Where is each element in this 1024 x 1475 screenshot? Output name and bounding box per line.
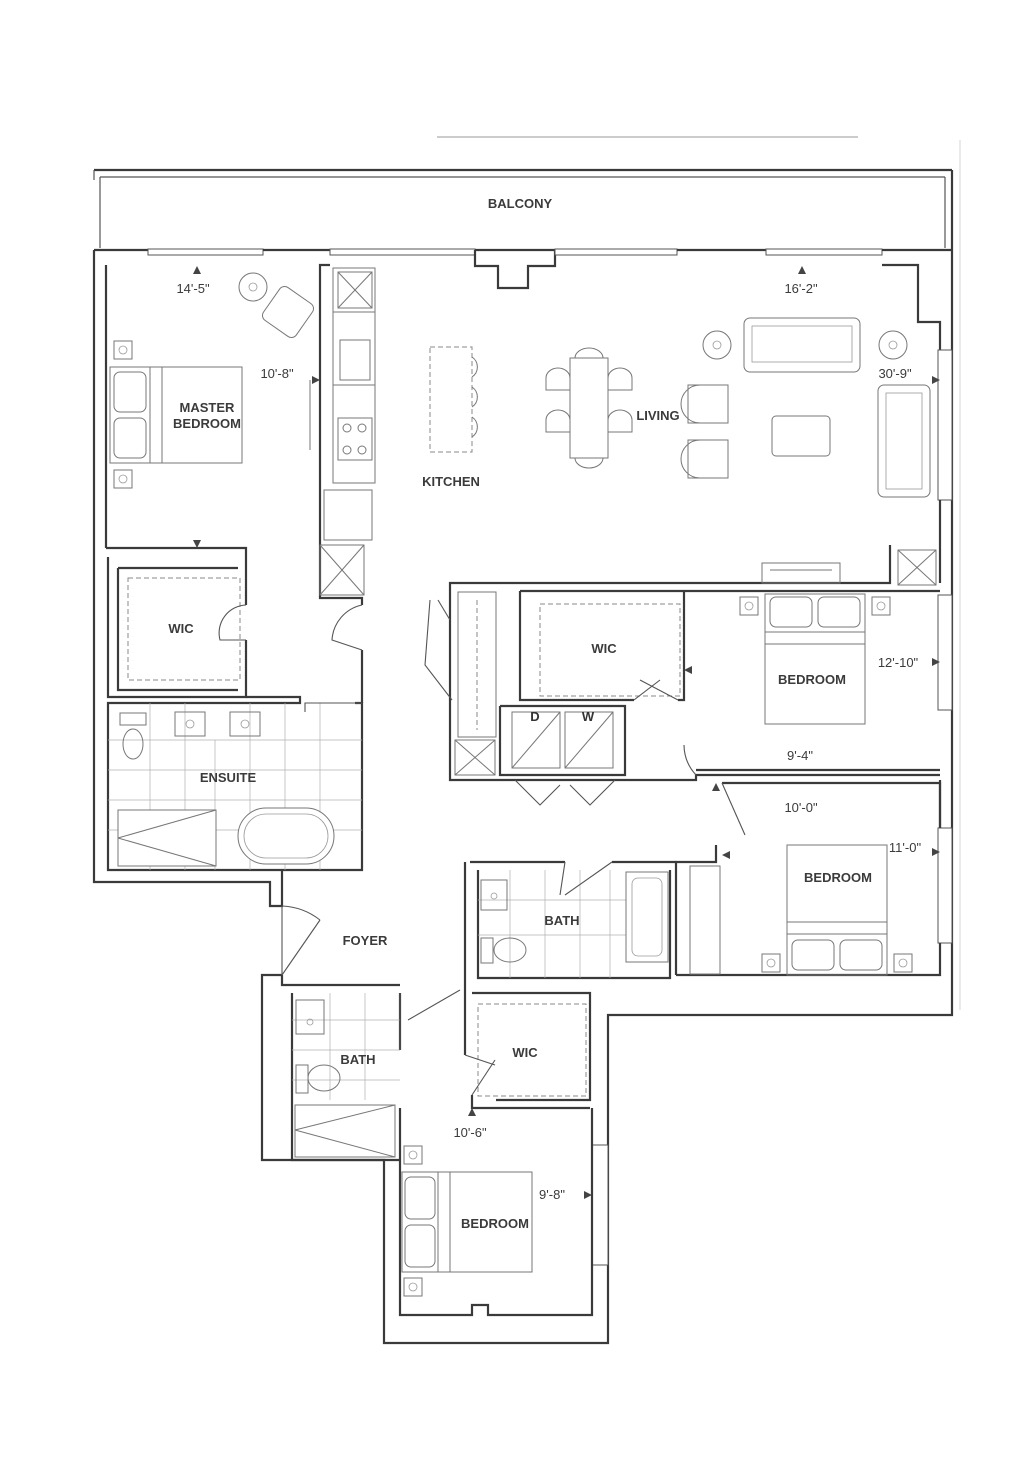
label-wic-middle: WIC bbox=[591, 641, 617, 656]
label-bedroom-3: BEDROOM bbox=[804, 870, 872, 885]
dim-bedroom2-depth: 12'-10" bbox=[878, 655, 919, 670]
label-bedroom-4: BEDROOM bbox=[461, 1216, 529, 1231]
label-balcony: BALCONY bbox=[488, 196, 553, 211]
dim-living-depth: 30'-9" bbox=[878, 366, 912, 381]
label-wic-master: WIC bbox=[168, 621, 194, 636]
dimension-arrows bbox=[193, 266, 940, 1199]
balcony-area bbox=[93, 168, 954, 250]
label-living: LIVING bbox=[636, 408, 679, 423]
label-master-2: BEDROOM bbox=[173, 416, 241, 431]
doors bbox=[218, 599, 746, 1096]
kitchen-cabinets bbox=[332, 267, 478, 484]
bedroom3-furniture bbox=[761, 844, 913, 976]
dim-bedroom4-width: 10'-6" bbox=[453, 1125, 487, 1140]
label-bath-lower: BATH bbox=[340, 1052, 375, 1067]
label-washer: W bbox=[582, 709, 595, 724]
dim-master-depth: 10'-8" bbox=[260, 366, 294, 381]
label-foyer: FOYER bbox=[343, 933, 388, 948]
label-kitchen: KITCHEN bbox=[422, 474, 480, 489]
master-bedroom-furniture bbox=[109, 272, 314, 489]
dim-bedroom3-width: 10'-0" bbox=[784, 800, 818, 815]
living-furniture bbox=[680, 317, 931, 584]
dim-bedroom4-depth: 9'-8" bbox=[539, 1187, 565, 1202]
ensuite-fixtures bbox=[108, 703, 362, 870]
bedroom4-furniture bbox=[401, 1145, 533, 1297]
dim-bedroom3-depth: 11'-0" bbox=[889, 840, 922, 855]
closets bbox=[127, 489, 937, 1097]
label-wic-lower: WIC bbox=[512, 1045, 538, 1060]
dim-bedroom2-width: 9'-4" bbox=[787, 748, 813, 763]
label-master-1: MASTER bbox=[180, 400, 236, 415]
label-dryer: D bbox=[530, 709, 539, 724]
laundry-machines bbox=[511, 711, 614, 769]
bedroom2-furniture bbox=[739, 593, 891, 725]
lower-bath-fixtures bbox=[292, 993, 400, 1158]
main-bath-fixtures bbox=[478, 870, 669, 978]
label-bath-main: BATH bbox=[544, 913, 579, 928]
exterior-walls bbox=[92, 248, 954, 1345]
dim-living-width: 16'-2" bbox=[784, 281, 818, 296]
label-ensuite: ENSUITE bbox=[200, 770, 257, 785]
dim-master-width: 14'-5" bbox=[176, 281, 210, 296]
dining-table bbox=[545, 347, 633, 469]
label-bedroom-2: BEDROOM bbox=[778, 672, 846, 687]
